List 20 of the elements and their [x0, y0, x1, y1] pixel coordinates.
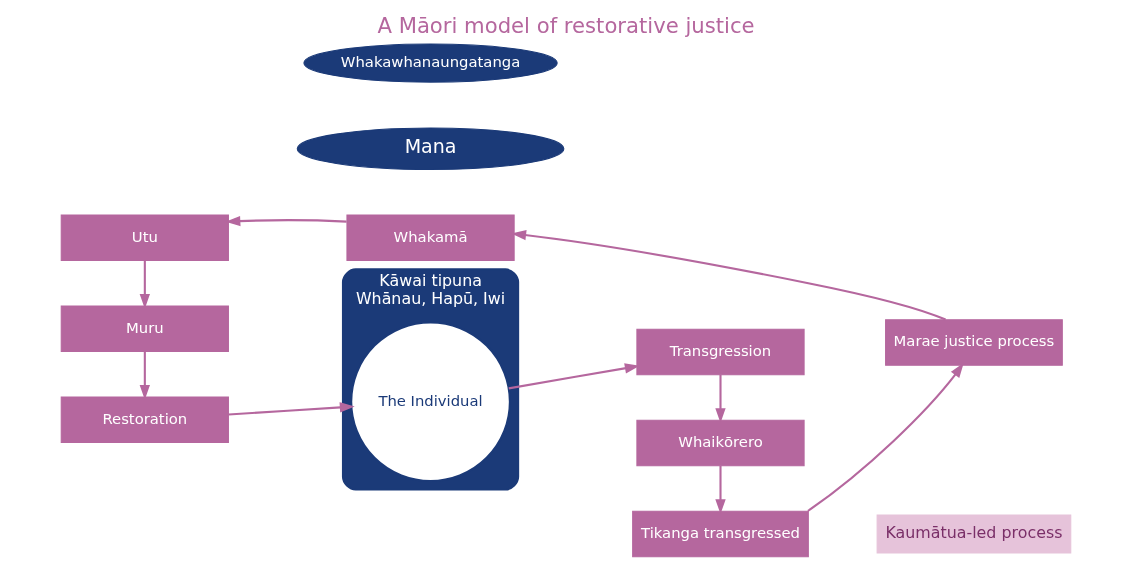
- node-box: Tikanga transgressed: [631, 510, 809, 558]
- arrow: [806, 362, 964, 512]
- node-box: Whakamā: [345, 214, 515, 261]
- arrow: [139, 351, 150, 400]
- arrow: [508, 363, 640, 390]
- node-box: Marae justice process: [884, 319, 1063, 366]
- arrow: [139, 260, 150, 309]
- node-ellipse: Mana: [296, 127, 564, 171]
- arrow: [714, 374, 726, 424]
- diagram-title: A Māori model of restorative justice: [376, 13, 755, 39]
- node-box: Whaikōrero: [635, 419, 805, 467]
- node-box: Transgression: [635, 328, 805, 376]
- arrow: [228, 402, 355, 416]
- node-box: Utu: [60, 214, 229, 261]
- node-circle: The Individual: [349, 321, 511, 483]
- arrow: [714, 465, 726, 515]
- node-ellipse: Whakawhanaungatanga: [302, 43, 558, 83]
- node-box: Restoration: [60, 396, 229, 443]
- node-box: Kaumātua-led process: [876, 514, 1071, 554]
- node-box: Muru: [60, 305, 229, 352]
